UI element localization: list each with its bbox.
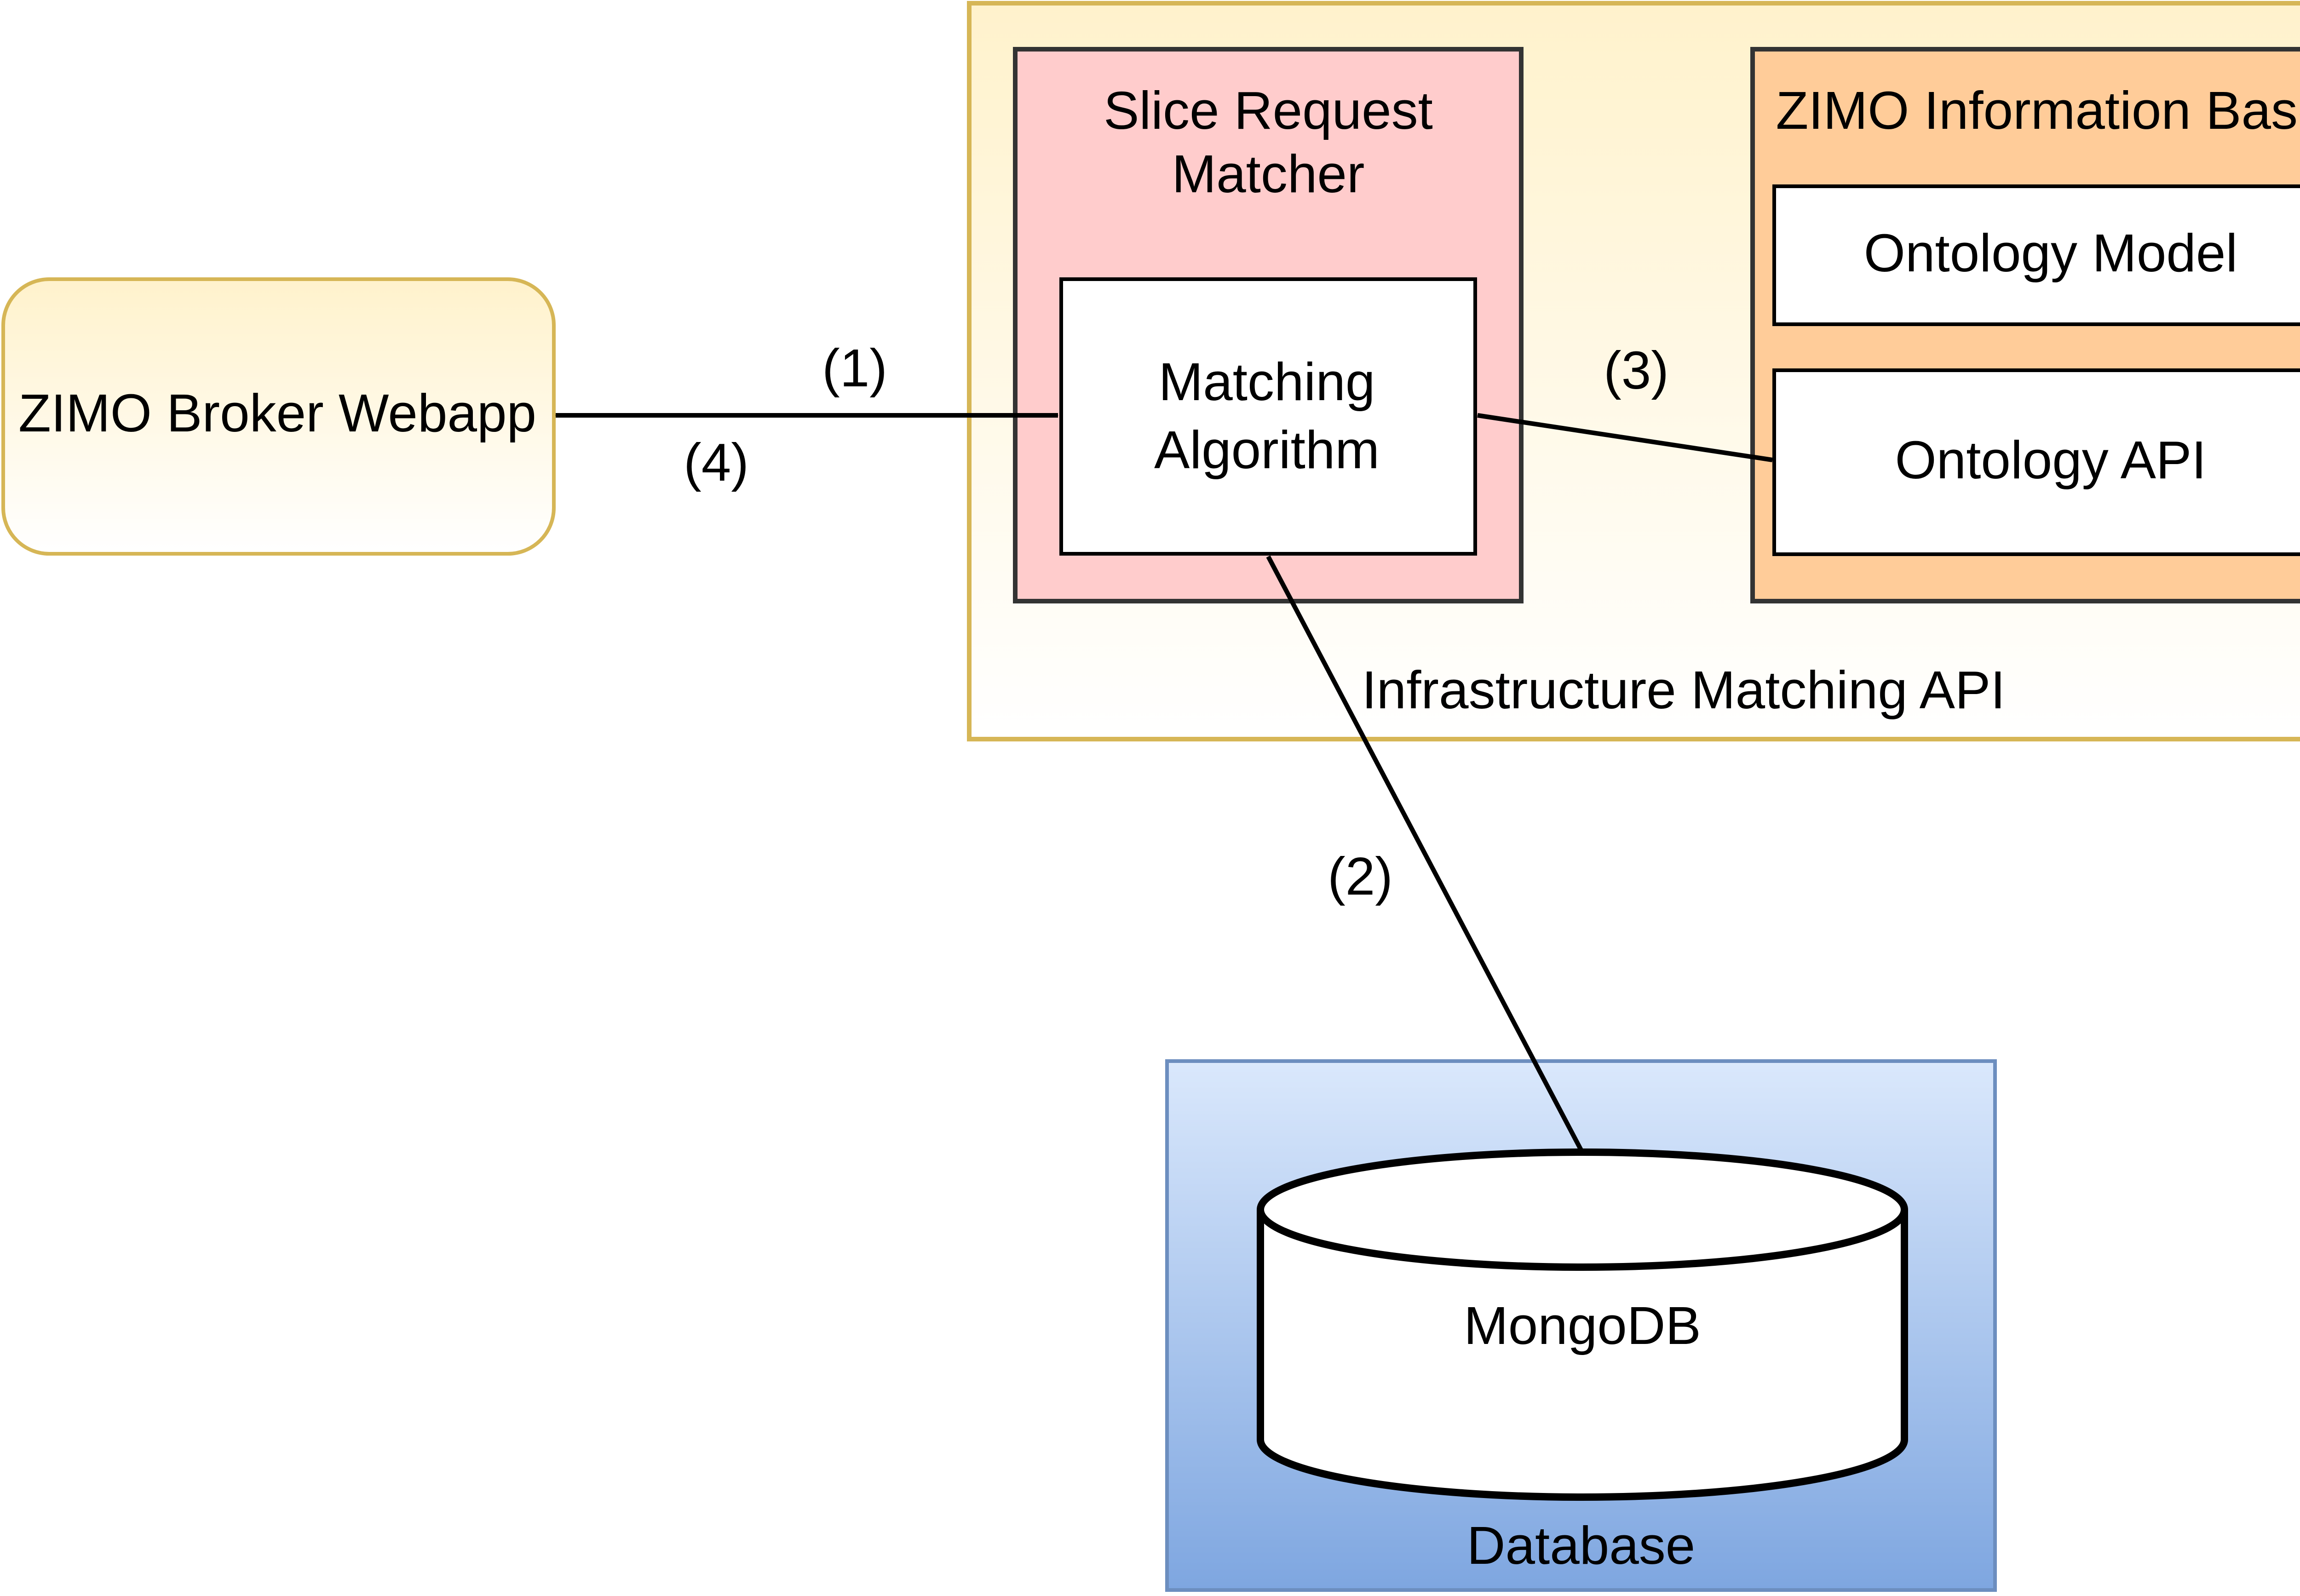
- broker-webapp-label: ZIMO Broker Webapp: [18, 383, 536, 443]
- mongodb-label: MongoDB: [1464, 1296, 1701, 1355]
- ontology-api-node: Ontology API: [1772, 368, 2300, 556]
- ontology-api-label: Ontology API: [1895, 430, 2206, 490]
- slice-request-matcher-label-line2: Matcher: [1172, 144, 1364, 204]
- edge-label-step2: (2): [1328, 846, 1393, 906]
- zimo-information-base-label: ZIMO Information Base: [1776, 80, 2300, 140]
- infrastructure-matching-api-label: Infrastructure Matching API: [1362, 660, 2005, 720]
- database-label: Database: [1467, 1516, 1696, 1575]
- edge-algorithm-ontology-api: (3): [1477, 340, 1773, 462]
- edge-label-step3: (3): [1604, 340, 1669, 400]
- ontology-model-node: Ontology Model: [1772, 184, 2300, 326]
- edge-algorithm-mongodb: (2): [1266, 555, 1583, 1151]
- edge-label-step1: (1): [822, 338, 887, 398]
- matching-algorithm-label-line1: Matching: [1159, 352, 1375, 412]
- edge-label-step4: (4): [684, 432, 749, 492]
- matching-algorithm-node: Matching Algorithm: [1059, 277, 1477, 556]
- edge-broker-algorithm: (1) (4): [555, 338, 1058, 492]
- mongodb-cylinder: MongoDB: [1257, 1148, 1908, 1501]
- broker-webapp-node: ZIMO Broker Webapp: [1, 277, 556, 556]
- slice-request-matcher-label-line1: Slice Request: [1104, 80, 1433, 140]
- matching-algorithm-label-line2: Algorithm: [1154, 420, 1380, 480]
- ontology-model-label: Ontology Model: [1864, 223, 2237, 283]
